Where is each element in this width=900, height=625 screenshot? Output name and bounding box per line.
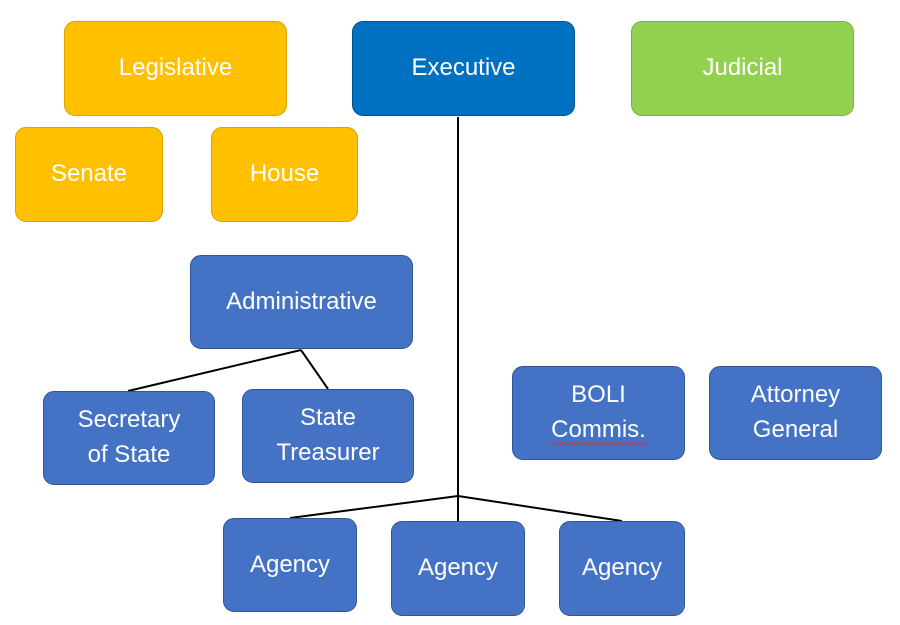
agency-box-1: Agency bbox=[223, 518, 357, 612]
state-treasurer-box: State Treasurer bbox=[242, 389, 414, 483]
agency-label-3: Agency bbox=[581, 554, 663, 582]
house-box: House bbox=[211, 127, 358, 222]
house-label: House bbox=[249, 160, 320, 188]
boli-label-line1: BOLI bbox=[571, 381, 626, 409]
attorney-general-box: Attorney General bbox=[709, 366, 882, 460]
connector-to-secretary-of-state bbox=[127, 349, 302, 392]
judicial-box: Judicial bbox=[631, 21, 854, 116]
secretary-of-state-label: Secretary of State bbox=[77, 406, 181, 468]
executive-box: Executive bbox=[352, 21, 575, 116]
agency-label-1: Agency bbox=[249, 550, 331, 578]
attorney-general-label: Attorney General bbox=[750, 381, 841, 443]
agency-label-2: Agency bbox=[417, 554, 499, 582]
senate-box: Senate bbox=[15, 127, 163, 222]
legislative-label: Legislative bbox=[118, 54, 233, 82]
agency-box-3: Agency bbox=[559, 521, 685, 616]
connector-to-state-treasurer bbox=[300, 349, 329, 390]
administrative-label: Administrative bbox=[226, 287, 377, 315]
senate-label: Senate bbox=[50, 160, 128, 188]
agency-box-2: Agency bbox=[391, 521, 525, 616]
connector-to-agency-3 bbox=[457, 495, 623, 522]
judicial-label: Judicial bbox=[702, 54, 783, 82]
boli-commissioner-box: BOLI Commis. bbox=[512, 366, 685, 460]
connector-to-agency-1 bbox=[289, 495, 459, 519]
executive-label: Executive bbox=[411, 54, 516, 82]
legislative-box: Legislative bbox=[64, 21, 287, 116]
boli-label-line2: Commis. bbox=[551, 416, 646, 443]
state-treasurer-label: State Treasurer bbox=[276, 404, 380, 466]
administrative-box: Administrative bbox=[190, 255, 413, 349]
secretary-of-state-box: Secretary of State bbox=[43, 391, 215, 485]
